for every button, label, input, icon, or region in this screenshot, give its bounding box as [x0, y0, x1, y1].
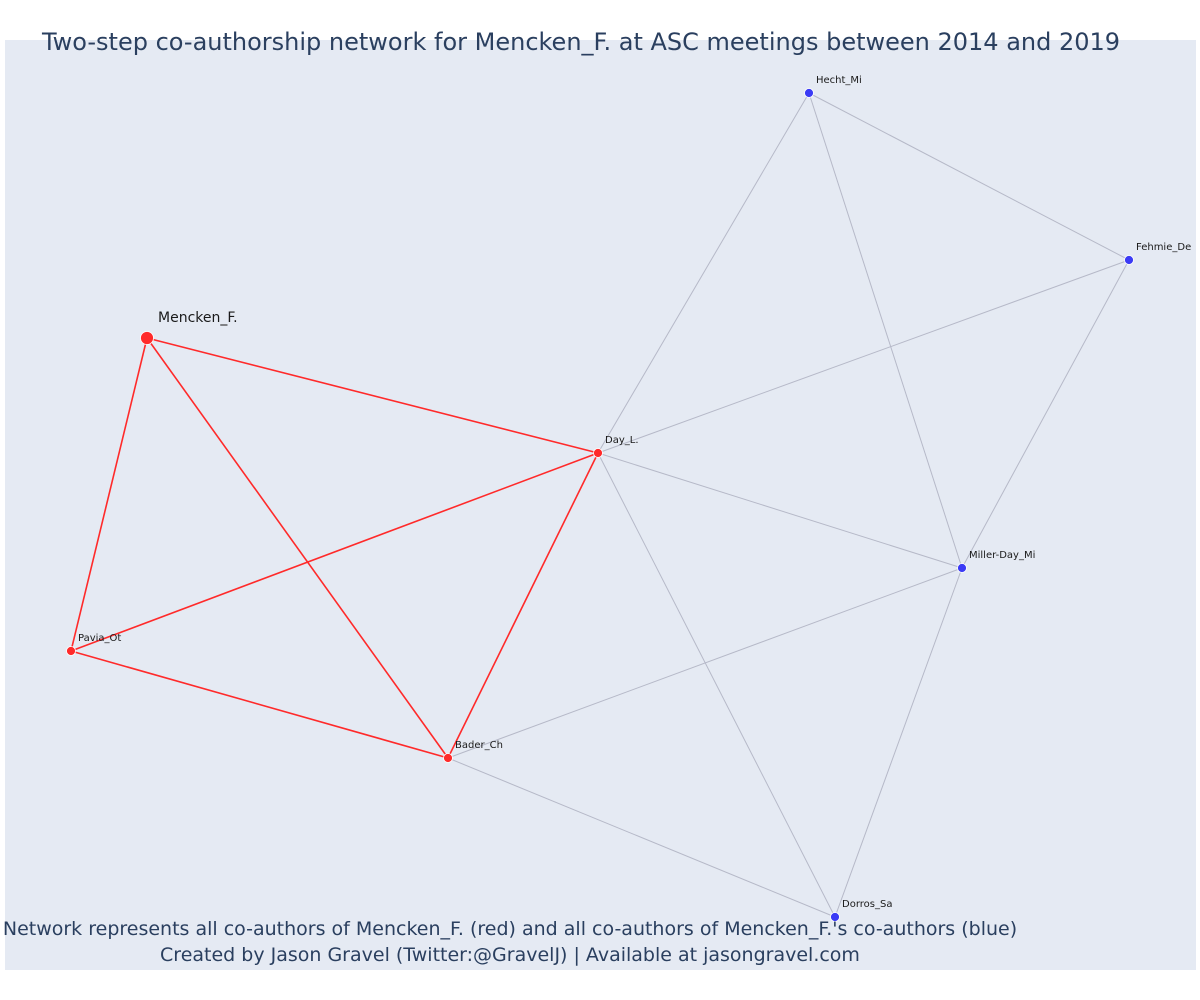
node-Pavia_Ot[interactable] — [66, 646, 76, 656]
node-label-Dorros_Sa: Dorros_Sa — [842, 899, 892, 910]
edge-Mencken_F.-Day_L. — [146, 337, 599, 454]
edge-Mencken_F.-Pavia_Ot — [70, 337, 148, 652]
edge-Day_L.-Miller-Day_Mi — [597, 452, 963, 569]
edge-Day_L.-Dorros_Sa — [597, 452, 836, 918]
node-label-Mencken_F.: Mencken_F. — [158, 310, 238, 326]
node-label-Hecht_Mi: Hecht_Mi — [816, 75, 862, 86]
node-Miller-Day_Mi[interactable] — [957, 563, 967, 573]
edge-Bader_Ch-Day_L. — [447, 452, 599, 759]
edges-layer — [70, 92, 1130, 918]
node-Mencken_F.[interactable] — [140, 331, 154, 345]
node-label-Miller-Day_Mi: Miller-Day_Mi — [969, 550, 1035, 561]
node-label-Day_L.: Day_L. — [605, 435, 639, 446]
edge-Miller-Day_Mi-Bader_Ch — [447, 567, 963, 759]
edge-Mencken_F.-Bader_Ch — [146, 337, 449, 759]
edge-Hecht_Mi-Miller-Day_Mi — [808, 92, 963, 569]
edge-Miller-Day_Mi-Dorros_Sa — [834, 567, 963, 918]
edge-Fehmie_De-Miller-Day_Mi — [961, 259, 1130, 569]
node-Day_L.[interactable] — [593, 448, 603, 458]
edge-Hecht_Mi-Fehmie_De — [808, 92, 1130, 261]
footer-caption: Network represents all co-authors of Men… — [0, 916, 1020, 968]
footer-line-1: Network represents all co-authors of Men… — [2, 918, 1018, 940]
nodes-layer — [66, 88, 1134, 922]
node-label-Bader_Ch: Bader_Ch — [455, 740, 503, 751]
node-label-Fehmie_De: Fehmie_De — [1136, 242, 1191, 253]
node-Hecht_Mi[interactable] — [804, 88, 814, 98]
edge-Pavia_Ot-Day_L. — [70, 452, 599, 652]
edge-Day_L.-Hecht_Mi — [597, 92, 810, 454]
edge-Day_L.-Fehmie_De — [597, 259, 1130, 454]
node-Bader_Ch[interactable] — [443, 753, 453, 763]
edge-Pavia_Ot-Bader_Ch — [70, 650, 449, 759]
footer-line-2: Created by Jason Gravel (Twitter:@Gravel… — [160, 944, 860, 966]
edge-Bader_Ch-Dorros_Sa — [447, 757, 836, 918]
node-Fehmie_De[interactable] — [1124, 255, 1134, 265]
chart-title: Two-step co-authorship network for Menck… — [41, 28, 1121, 56]
plot-area — [5, 40, 1196, 970]
node-Dorros_Sa[interactable] — [830, 912, 840, 922]
node-label-Pavia_Ot: Pavia_Ot — [78, 633, 121, 644]
